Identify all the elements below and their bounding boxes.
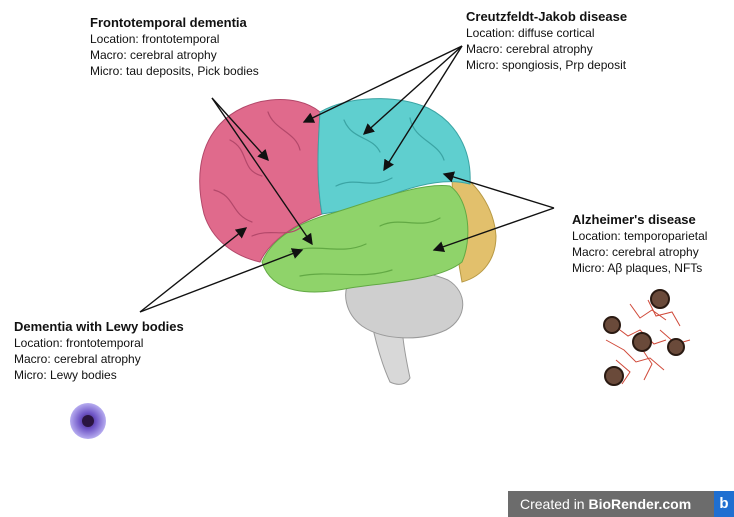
- ad-macro: Macro: cerebral atrophy: [572, 244, 707, 260]
- dlb-micro: Micro: Lewy bodies: [14, 367, 184, 383]
- cjd-location: Location: diffuse cortical: [466, 25, 627, 41]
- cjd-micro: Micro: spongiosis, Prp deposit: [466, 57, 627, 73]
- biorender-watermark[interactable]: Created in BioRender.com b: [508, 491, 734, 517]
- cjd-label: Creutzfeldt-Jakob disease Location: diff…: [466, 8, 627, 73]
- dlb-label: Dementia with Lewy bodies Location: fron…: [14, 318, 184, 383]
- ad-label: Alzheimer's disease Location: temporopar…: [572, 211, 707, 276]
- brain: [200, 99, 496, 385]
- cjd-title: Creutzfeldt-Jakob disease: [466, 8, 627, 25]
- ftd-macro: Macro: cerebral atrophy: [90, 47, 259, 63]
- ftd-location: Location: frontotemporal: [90, 31, 259, 47]
- arrow-dlb-frontal: [140, 228, 246, 312]
- ad-title: Alzheimer's disease: [572, 211, 707, 228]
- ftd-label: Frontotemporal dementia Location: fronto…: [90, 14, 259, 79]
- amyloid-plaque-icon: [604, 290, 690, 385]
- watermark-text: Created in BioRender.com: [520, 496, 691, 512]
- ad-micro: Micro: Aβ plaques, NFTs: [572, 260, 707, 276]
- biorender-logo-icon: b: [714, 491, 734, 517]
- ftd-title: Frontotemporal dementia: [90, 14, 259, 31]
- watermark-prefix: Created in: [520, 496, 588, 512]
- watermark-brand: BioRender.com: [588, 496, 691, 512]
- lewy-body-icon: [70, 403, 106, 439]
- dlb-macro: Macro: cerebral atrophy: [14, 351, 184, 367]
- ad-location: Location: temporoparietal: [572, 228, 707, 244]
- dlb-title: Dementia with Lewy bodies: [14, 318, 184, 335]
- dlb-location: Location: frontotemporal: [14, 335, 184, 351]
- ftd-micro: Micro: tau deposits, Pick bodies: [90, 63, 259, 79]
- cjd-macro: Macro: cerebral atrophy: [466, 41, 627, 57]
